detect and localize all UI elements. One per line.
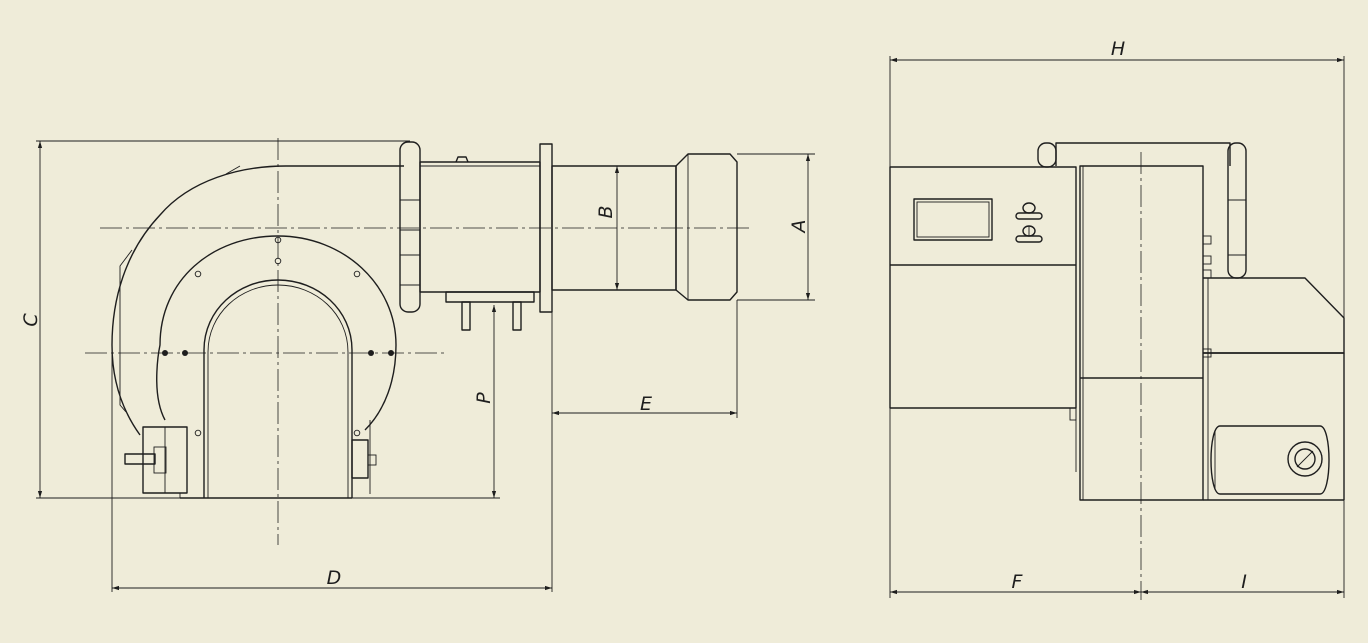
control-panel-box — [889, 166, 1077, 409]
pump-block — [124, 426, 188, 498]
bolt-3 — [194, 270, 202, 278]
selector-switch-icon — [1015, 225, 1043, 243]
front-view — [889, 142, 1345, 600]
label-c: C — [20, 313, 42, 327]
servo-knob-inner — [1294, 448, 1316, 470]
bolt-10 — [353, 429, 361, 437]
label-f: F — [1012, 571, 1024, 593]
top-handle-bar — [1055, 142, 1231, 166]
handle-left — [1037, 142, 1057, 168]
tube-top-nub — [455, 156, 469, 163]
blast-tube-section — [419, 161, 541, 293]
mount-bracket — [445, 291, 535, 303]
label-e: E — [640, 393, 652, 415]
dimension-h — [889, 56, 1345, 598]
dimension-d — [111, 312, 553, 592]
volute-left-bracket — [119, 249, 133, 413]
label-p: P — [473, 392, 495, 404]
air-damper-housing — [1203, 277, 1345, 354]
housing-flange — [399, 141, 421, 313]
servo-motor-body — [1210, 425, 1330, 495]
dimension-a — [737, 153, 815, 301]
volute-top-lip — [225, 165, 241, 175]
fan-volute-housing — [111, 165, 404, 436]
bolt-4 — [353, 270, 361, 278]
display-window — [913, 198, 993, 241]
label-d: D — [327, 567, 342, 589]
servo-knob-outer — [1287, 441, 1323, 477]
label-a: A — [788, 220, 810, 235]
side-view — [85, 138, 750, 545]
dimension-e — [552, 300, 738, 418]
fan-inner-ring — [156, 235, 397, 431]
bolt-2 — [274, 257, 282, 265]
fan-housing-front — [1079, 165, 1204, 501]
label-i: I — [1241, 571, 1247, 593]
label-h: H — [1111, 38, 1125, 60]
label-b: B — [595, 205, 617, 218]
right-bracket — [351, 420, 377, 494]
bolt-9 — [194, 429, 202, 437]
dimension-c — [36, 140, 500, 499]
combustion-head — [675, 153, 738, 301]
reset-switch-icon — [1015, 202, 1043, 220]
